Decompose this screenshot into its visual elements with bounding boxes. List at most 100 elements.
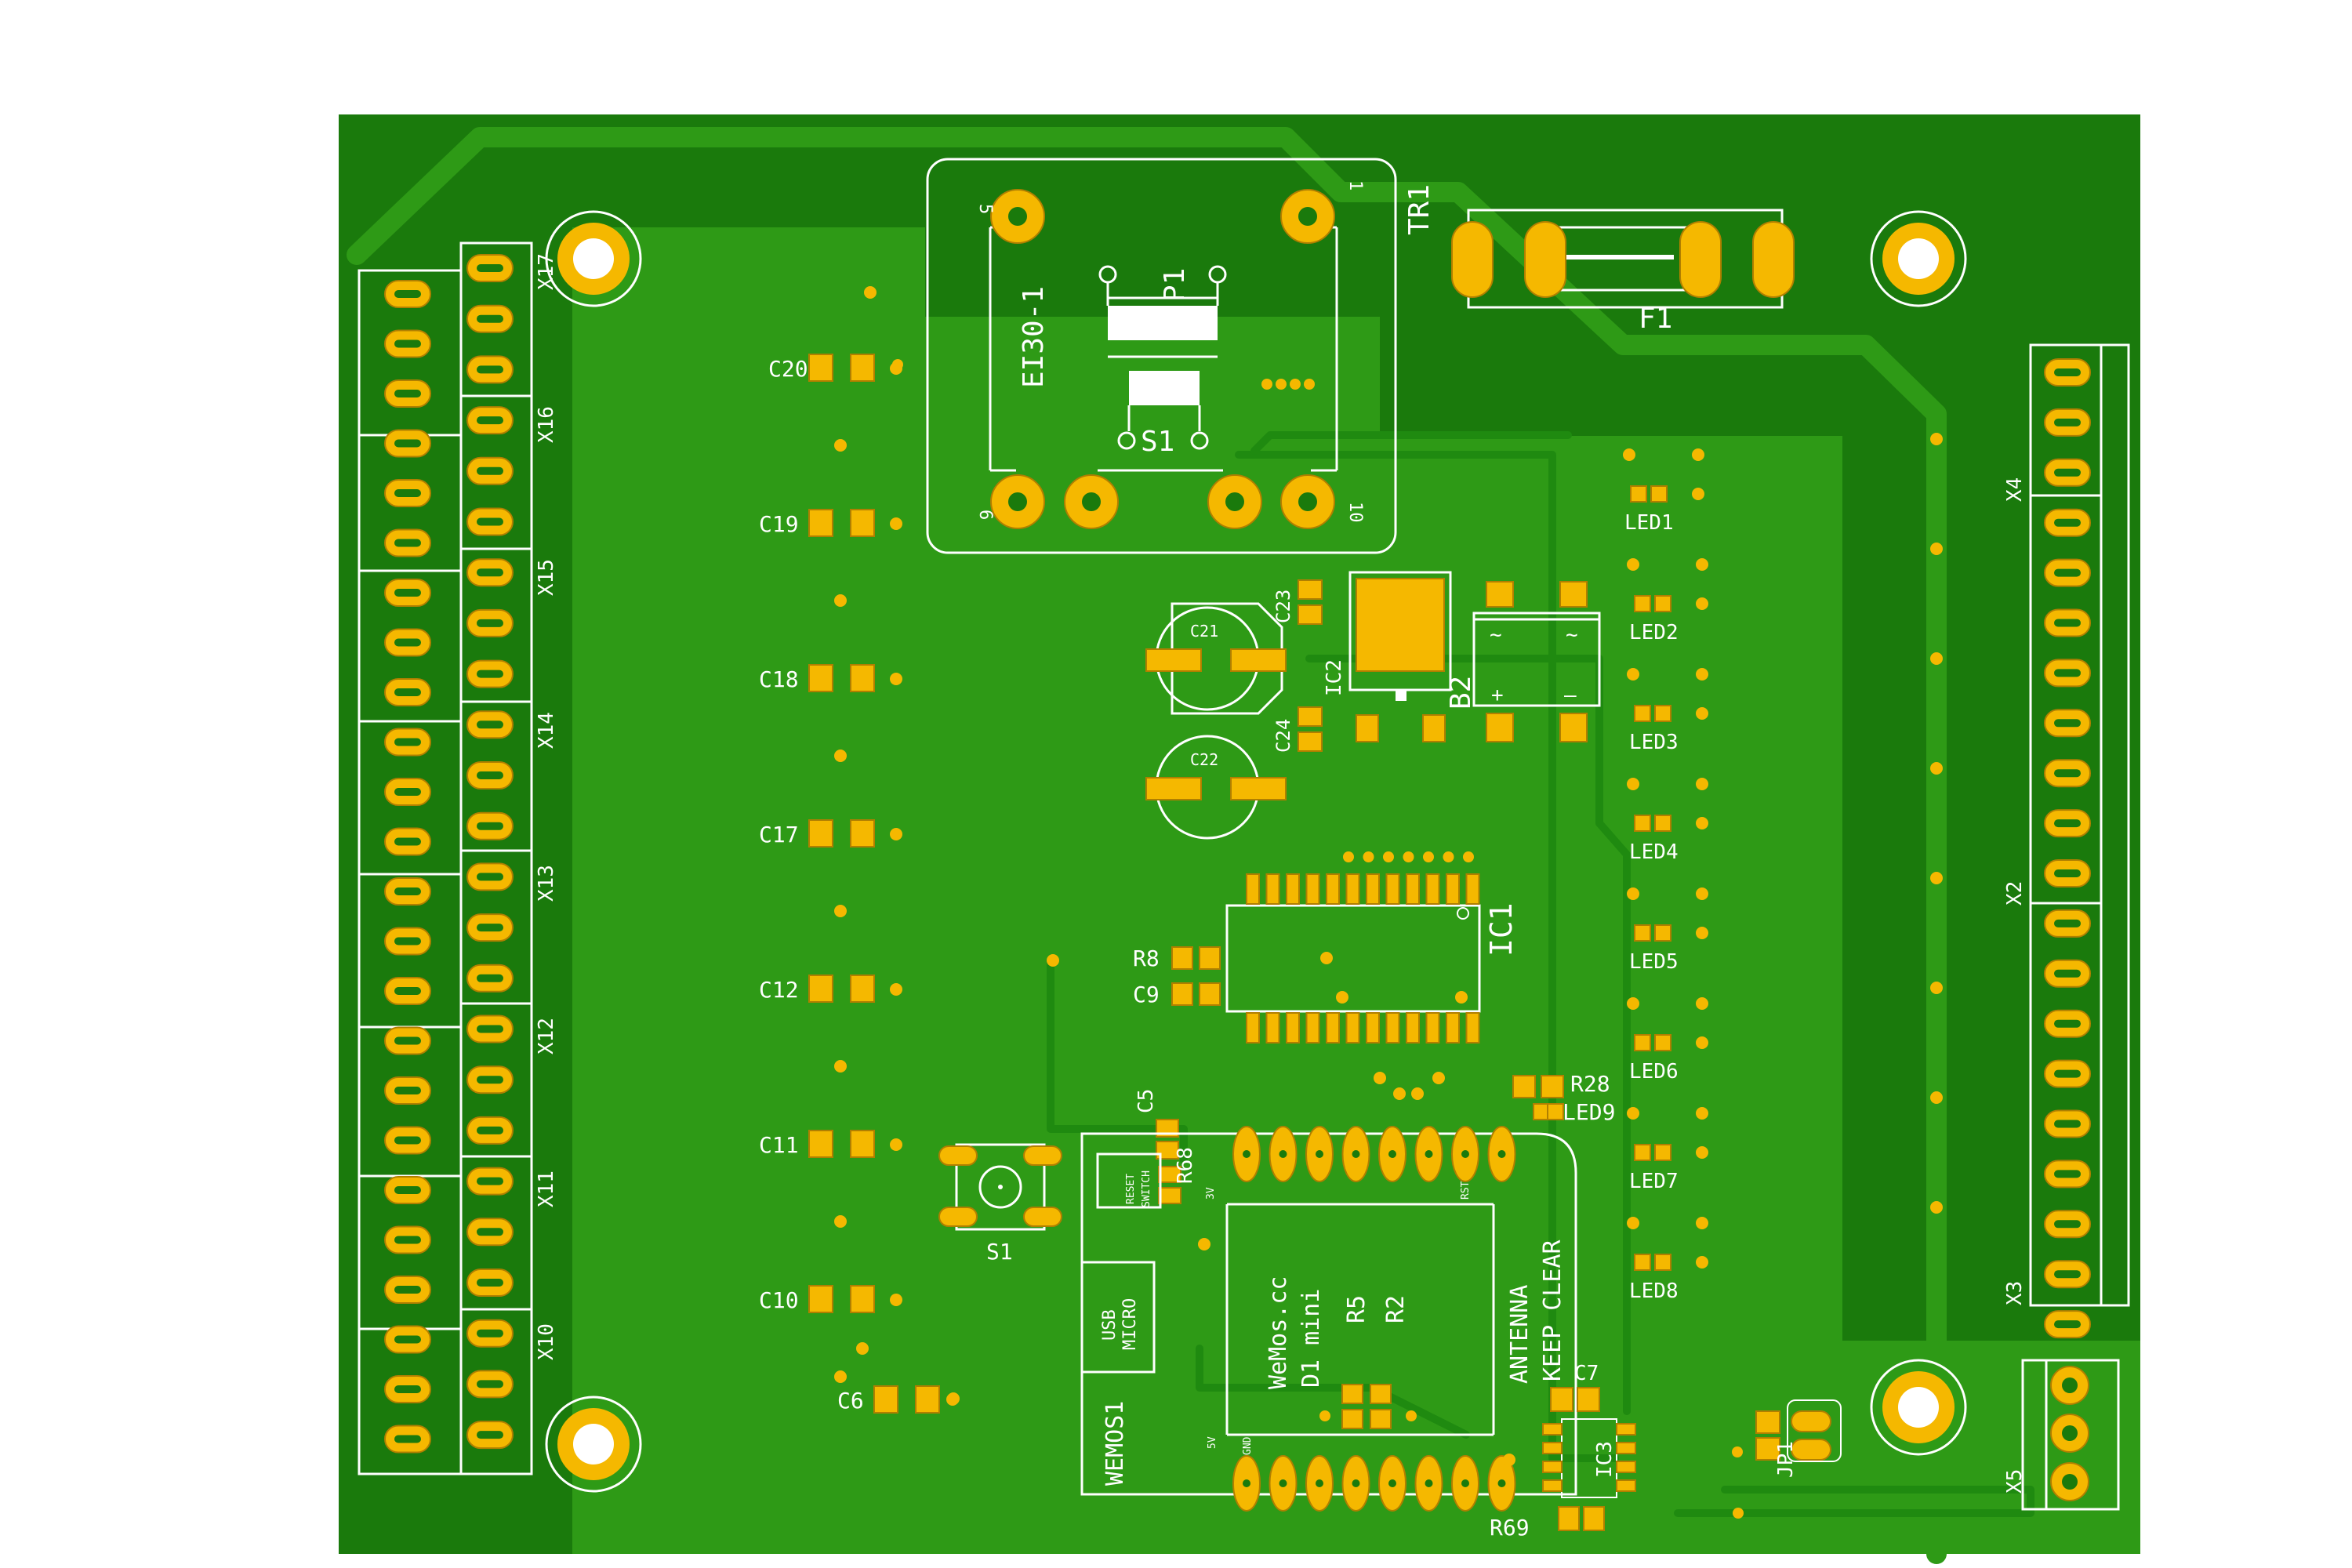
label-r8: R8 bbox=[1133, 946, 1160, 971]
label-ei30: EI30-1 bbox=[1018, 286, 1050, 388]
label-c12: C12 bbox=[759, 977, 799, 1003]
chip-ic3 bbox=[1542, 1418, 1636, 1498]
label-c18: C18 bbox=[759, 666, 799, 692]
label-led2: LED2 bbox=[1629, 621, 1679, 644]
label-wemos-usb1: USB bbox=[1100, 1309, 1120, 1341]
terminal-pad-hole bbox=[2054, 1320, 2081, 1329]
trace-1 bbox=[1047, 959, 1188, 1164]
terminal-pad-hole bbox=[477, 1025, 503, 1033]
trace-3 bbox=[1305, 655, 1631, 1415]
terminal-pad-hole bbox=[394, 937, 421, 946]
terminal-pad-hole bbox=[477, 264, 503, 272]
terminal-pad-hole bbox=[394, 738, 421, 746]
terminal-pad-hole bbox=[394, 1186, 421, 1194]
label-pin-gnd: GND bbox=[1242, 1436, 1254, 1455]
ring-trace bbox=[347, 127, 1947, 1564]
via bbox=[1623, 448, 1635, 461]
label-pin5: 5 bbox=[975, 204, 995, 214]
via bbox=[834, 1060, 847, 1073]
via-column-right bbox=[1930, 433, 1943, 1214]
label-x15: X15 bbox=[535, 559, 558, 596]
ic1-pin bbox=[1286, 1012, 1300, 1044]
label-led7: LED7 bbox=[1629, 1170, 1679, 1193]
wemos-internal-pads bbox=[1198, 1238, 1515, 1466]
wemos-pin-hole bbox=[1243, 1479, 1250, 1487]
label-x10: X10 bbox=[535, 1323, 558, 1360]
via bbox=[834, 1370, 847, 1383]
terminal-pad-hole bbox=[2054, 1270, 2081, 1279]
label-x16: X16 bbox=[535, 406, 558, 443]
via bbox=[1627, 668, 1639, 681]
terminal-pad-hole bbox=[2054, 919, 2081, 927]
ic1-pin bbox=[1246, 873, 1260, 905]
capacitor-c22 bbox=[1145, 735, 1287, 840]
led-pad bbox=[1654, 924, 1671, 942]
label-s1-transformer: S1 bbox=[1141, 426, 1174, 458]
via bbox=[1627, 997, 1639, 1010]
terminal-pad-hole bbox=[477, 822, 503, 830]
smd-capacitor-pad bbox=[808, 819, 833, 848]
smd-capacitor-pad bbox=[850, 1130, 875, 1158]
terminal-pad-hole bbox=[2054, 568, 2081, 577]
via bbox=[1627, 778, 1639, 790]
terminal-pad-hole bbox=[394, 339, 421, 348]
led-pad bbox=[1654, 1144, 1671, 1161]
wemos-pin-hole bbox=[1243, 1150, 1250, 1158]
ic1-pin bbox=[1345, 1012, 1360, 1044]
terminal-pad-hole bbox=[2054, 819, 2081, 828]
wemos-pin-hole bbox=[1425, 1479, 1433, 1487]
fuse-f1 bbox=[1451, 209, 1795, 309]
led-pad bbox=[1634, 1034, 1651, 1051]
terminal-pad-hole bbox=[394, 439, 421, 448]
label-led8: LED8 bbox=[1629, 1279, 1679, 1303]
chip-ic1 bbox=[1225, 851, 1481, 1100]
terminal-pad-hole bbox=[477, 1329, 503, 1338]
terminal-pad-hole bbox=[394, 290, 421, 298]
terminal-pad-hole bbox=[477, 1228, 503, 1236]
misc-vias bbox=[856, 286, 1059, 1405]
label-c20: C20 bbox=[768, 356, 808, 382]
terminal-pad-hole bbox=[477, 517, 503, 526]
ic1-pin bbox=[1465, 1012, 1480, 1044]
resistor-r69 bbox=[1558, 1506, 1605, 1531]
led-pad bbox=[1654, 1034, 1671, 1051]
via bbox=[1343, 851, 1354, 862]
capacitor-c9 bbox=[1171, 982, 1221, 1006]
terminal-pad-hole bbox=[477, 924, 503, 932]
ic1-pin bbox=[1305, 873, 1320, 905]
led9 bbox=[1533, 1103, 1564, 1120]
label-c21: C21 bbox=[1190, 622, 1218, 641]
terminal-pad-hole bbox=[394, 1036, 421, 1045]
via bbox=[1696, 1256, 1708, 1269]
label-x4: X4 bbox=[2003, 477, 2027, 502]
terminal-pad-hole bbox=[477, 1380, 503, 1388]
led-pad bbox=[1650, 485, 1668, 503]
wemos-pin-hole bbox=[1316, 1479, 1323, 1487]
smd-capacitor-pad bbox=[808, 354, 833, 382]
via bbox=[1627, 1107, 1639, 1120]
terminal-pad-hole bbox=[394, 1136, 421, 1145]
label-b2: B2 bbox=[1445, 676, 1477, 710]
smd-capacitor-pad bbox=[850, 509, 875, 537]
label-r5: R5 bbox=[1343, 1295, 1370, 1323]
via bbox=[1696, 997, 1708, 1010]
terminal-pad-hole bbox=[394, 589, 421, 597]
ic1-pin bbox=[1366, 1012, 1380, 1044]
led-pad bbox=[1634, 1254, 1651, 1271]
smd-capacitor-pad bbox=[850, 975, 875, 1003]
left-terminal-inner bbox=[459, 241, 533, 1475]
capacitor-c7 bbox=[1550, 1387, 1600, 1412]
label-pin1: 1 bbox=[1345, 180, 1365, 191]
label-b2-tilde-left: ~ bbox=[1490, 623, 1502, 647]
wemos-pin-hole bbox=[1461, 1150, 1469, 1158]
terminal-pad-hole bbox=[394, 987, 421, 995]
label-r2: R2 bbox=[1382, 1295, 1410, 1323]
smd-capacitor-pad bbox=[850, 1285, 875, 1313]
wemos-pin-hole bbox=[1316, 1150, 1323, 1158]
via bbox=[1696, 1146, 1708, 1159]
label-pin6: 6 bbox=[975, 510, 995, 520]
label-c10: C10 bbox=[759, 1287, 799, 1313]
label-tr1: TR1 bbox=[1403, 184, 1436, 235]
terminal-pad-hole bbox=[394, 1087, 421, 1094]
terminal-pad-hole bbox=[394, 1286, 421, 1294]
